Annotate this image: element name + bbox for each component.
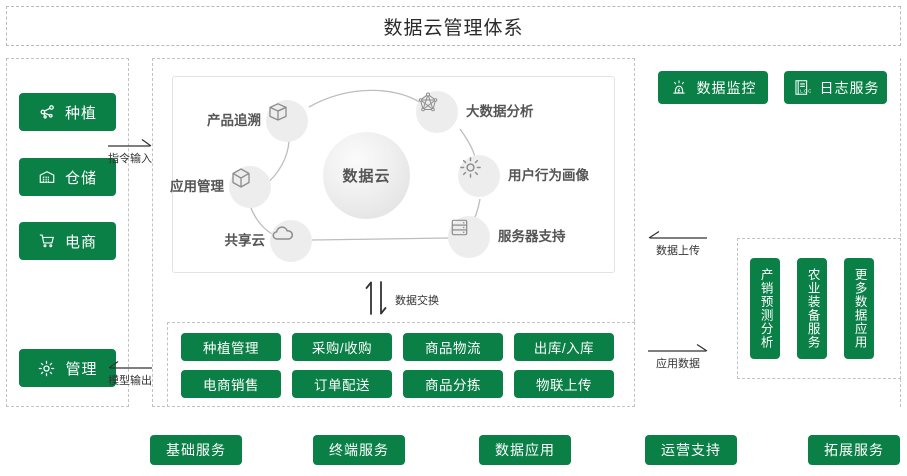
alarm-light-icon xyxy=(670,79,688,97)
data-monitoring-button[interactable]: 数据监控 xyxy=(658,71,768,104)
business-tags-panel: 种植管理 采购/收购 商品物流 出库/入库 电商销售 订单配送 商品分拣 物联上… xyxy=(167,322,635,407)
data-cloud-card: 数据云 产品追溯 xyxy=(170,76,615,273)
outer-frame-right-edge xyxy=(900,58,901,407)
sidebar-item-label: 管理 xyxy=(65,360,98,378)
tag-order-delivery[interactable]: 订单配送 xyxy=(292,370,392,398)
arrow-right-icon xyxy=(648,343,708,352)
up-down-arrows-icon xyxy=(365,281,387,315)
tag-goods-sorting[interactable]: 商品分拣 xyxy=(403,370,503,398)
arrow-label: 指令输入 xyxy=(108,153,152,165)
arrow-left-icon xyxy=(108,360,152,369)
node-label-server-support: 服务器支持 xyxy=(498,229,566,244)
tag-ecommerce-sales[interactable]: 电商销售 xyxy=(181,370,281,398)
data-exchange-label: 数据交换 xyxy=(395,295,439,307)
shopping-cart-icon xyxy=(38,232,56,250)
arrow-label: 数据上传 xyxy=(656,245,700,257)
business-tags-grid: 种植管理 采购/收购 商品物流 出库/入库 电商销售 订单配送 商品分拣 物联上… xyxy=(181,333,614,398)
center-label: 数据云 xyxy=(342,168,391,185)
data-exchange-indicator: 数据交换 xyxy=(363,280,439,316)
node-big-data-analysis[interactable] xyxy=(416,91,458,133)
service-basic[interactable]: 基础服务 xyxy=(150,435,242,465)
service-operations-support[interactable]: 运营支持 xyxy=(645,435,737,465)
service-terminal[interactable]: 终端服务 xyxy=(313,435,405,465)
data-app-more[interactable]: 更多数据应用 xyxy=(844,258,874,359)
data-app-sales-forecast[interactable]: 产销预测分析 xyxy=(750,258,780,359)
tag-planting-management[interactable]: 种植管理 xyxy=(181,333,281,361)
arrow-application-data: 应用数据 xyxy=(648,343,708,371)
button-label: 日志服务 xyxy=(819,79,880,96)
arrow-command-input: 指令输入 xyxy=(108,138,152,166)
warehouse-icon xyxy=(38,168,56,186)
sidebar-item-ecommerce[interactable]: 电商 xyxy=(19,222,116,260)
node-application-management[interactable] xyxy=(229,166,271,208)
data-app-agri-equipment[interactable]: 农业装备服务 xyxy=(797,258,827,359)
service-expansion[interactable]: 拓展服务 xyxy=(808,435,900,465)
page-title: 数据云管理体系 xyxy=(383,17,524,39)
sidebar-item-label: 种植 xyxy=(64,104,97,122)
node-user-behavior-profile[interactable] xyxy=(458,155,500,197)
arrow-label: 应用数据 xyxy=(656,358,700,370)
sidebar-item-label: 仓储 xyxy=(64,169,97,187)
tag-inbound-outbound[interactable]: 出库/入库 xyxy=(514,333,614,361)
button-label: 数据监控 xyxy=(696,79,757,96)
log-book-icon: LOG xyxy=(792,78,811,97)
service-data-application[interactable]: 数据应用 xyxy=(479,435,571,465)
gear-icon xyxy=(37,359,56,378)
sidebar-item-label: 电商 xyxy=(64,233,97,251)
tag-procurement[interactable]: 采购/收购 xyxy=(292,333,392,361)
log-service-button[interactable]: LOG 日志服务 xyxy=(784,71,887,104)
node-server-support[interactable] xyxy=(448,216,490,258)
node-label-shared-cloud: 共享云 xyxy=(224,233,266,248)
page-title-bar: 数据云管理体系 xyxy=(6,6,901,46)
arrow-left-icon xyxy=(648,230,707,239)
tag-goods-logistics[interactable]: 商品物流 xyxy=(403,333,503,361)
node-shared-cloud[interactable] xyxy=(270,220,312,262)
sidebar-item-planting[interactable]: 种植 xyxy=(19,93,116,131)
node-label-big-data-analysis: 大数据分析 xyxy=(466,104,534,119)
tag-iot-upload[interactable]: 物联上传 xyxy=(514,370,614,398)
node-label-user-behavior-profile: 用户行为画像 xyxy=(508,168,589,183)
sidebar-item-warehouse[interactable]: 仓储 xyxy=(19,158,116,196)
arrow-right-icon xyxy=(108,138,152,147)
arrow-data-upload: 数据上传 xyxy=(648,230,708,258)
arrow-model-output: 模型输出 xyxy=(108,360,152,388)
node-label-application-management: 应用管理 xyxy=(170,179,224,194)
arrow-label: 模型输出 xyxy=(108,375,152,387)
sidebar-item-management[interactable]: 管理 xyxy=(19,349,116,387)
svg-text:LOG: LOG xyxy=(800,89,811,95)
share-nodes-icon xyxy=(38,103,56,121)
data-cloud-center: 数据云 xyxy=(323,132,410,219)
node-product-trace[interactable] xyxy=(266,100,308,142)
node-label-product-trace: 产品追溯 xyxy=(207,113,261,128)
